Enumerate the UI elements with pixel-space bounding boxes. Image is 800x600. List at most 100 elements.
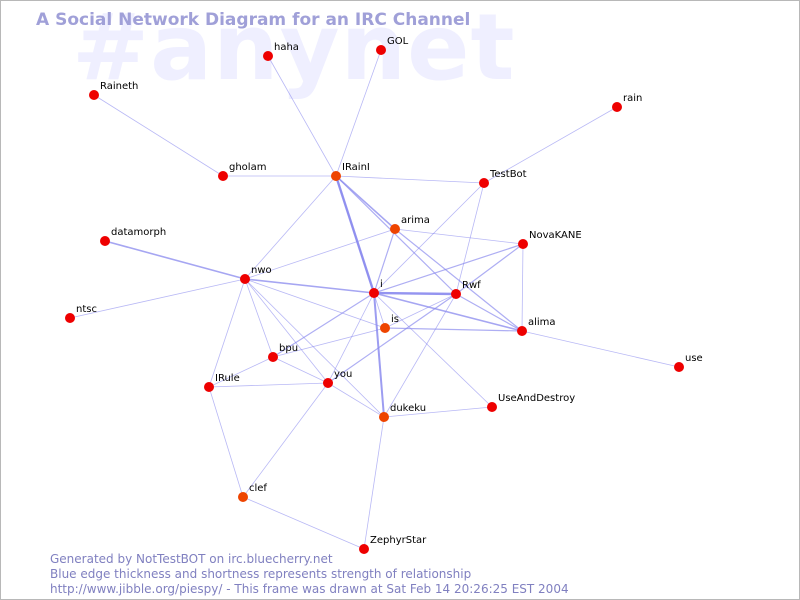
node-dot-datamorph bbox=[100, 236, 110, 246]
node-is: is bbox=[380, 314, 399, 333]
edge-i-NovaKANE bbox=[373, 243, 524, 294]
node-dot-IRainI bbox=[331, 171, 341, 181]
edge-you-dukeku bbox=[327, 382, 385, 418]
node-dot-gholam bbox=[218, 171, 228, 181]
node-dot-UseAndDestroy bbox=[487, 402, 497, 412]
edge-GOL-IRainI bbox=[335, 49, 382, 177]
node-label-i: i bbox=[380, 279, 383, 290]
edge-rain-TestBot bbox=[483, 106, 618, 184]
node-use: use bbox=[674, 353, 703, 372]
node-dukeku: dukeku bbox=[379, 403, 426, 422]
footer-generated-by: Generated by NotTestBOT on irc.bluecherr… bbox=[50, 552, 333, 566]
edge-dukeku-ZephyrStar bbox=[363, 416, 385, 550]
node-nwo: nwo bbox=[240, 265, 272, 284]
edge-arima-NovaKANE bbox=[394, 228, 524, 245]
edge-is-alima bbox=[384, 327, 523, 332]
edge-i-dukeku bbox=[373, 292, 385, 418]
footer-timestamp: http://www.jibble.org/piespy/ - This fra… bbox=[50, 582, 569, 596]
node-label-haha: haha bbox=[274, 42, 299, 53]
node-IRule: IRule bbox=[204, 373, 240, 392]
edge-Raineth-gholam bbox=[93, 94, 224, 177]
edge-i-you bbox=[327, 292, 375, 384]
node-Raineth: Raineth bbox=[89, 81, 138, 100]
node-label-use: use bbox=[685, 353, 703, 364]
edge-IRainI-nwo bbox=[244, 175, 337, 280]
node-ntsc: ntsc bbox=[65, 304, 97, 323]
node-IRainI: IRainI bbox=[331, 162, 370, 181]
edge-haha-IRainI bbox=[267, 55, 337, 177]
node-dot-TestBot bbox=[479, 178, 489, 188]
node-NovaKANE: NovaKANE bbox=[518, 230, 582, 249]
node-label-ZephyrStar: ZephyrStar bbox=[370, 535, 427, 546]
edge-nwo-ntsc bbox=[69, 278, 246, 319]
node-gholam: gholam bbox=[218, 162, 266, 181]
edge-nwo-i bbox=[244, 278, 375, 294]
edge-Rwf-dukeku bbox=[383, 293, 457, 418]
node-TestBot: TestBot bbox=[479, 169, 527, 188]
edge-IRainI-is bbox=[335, 175, 386, 329]
node-label-arima: arima bbox=[401, 215, 430, 226]
edge-nwo-bpu bbox=[244, 278, 274, 358]
node-label-you: you bbox=[334, 369, 352, 380]
node-label-GOL: GOL bbox=[387, 36, 409, 47]
edge-arima-i bbox=[373, 228, 396, 294]
edge-IRainI-TestBot bbox=[335, 175, 485, 184]
node-haha: haha bbox=[263, 42, 299, 61]
node-label-alima: alima bbox=[528, 317, 556, 328]
edge-is-bpu bbox=[272, 327, 386, 358]
node-label-datamorph: datamorph bbox=[111, 227, 166, 238]
node-UseAndDestroy: UseAndDestroy bbox=[487, 393, 575, 412]
node-dot-NovaKANE bbox=[518, 239, 528, 249]
node-dot-alima bbox=[517, 326, 527, 336]
edge-i-bpu bbox=[272, 292, 375, 358]
node-label-bpu: bpu bbox=[279, 343, 298, 354]
node-dot-Rwf bbox=[451, 289, 461, 299]
node-label-IRule: IRule bbox=[215, 373, 240, 384]
node-label-dukeku: dukeku bbox=[390, 403, 426, 414]
node-dot-you bbox=[323, 378, 333, 388]
edge-Rwf-NovaKANE bbox=[455, 243, 524, 295]
edge-datamorph-nwo bbox=[104, 240, 246, 280]
edge-Rwf-alima bbox=[455, 293, 523, 332]
edge-alima-use bbox=[521, 330, 680, 368]
node-label-UseAndDestroy: UseAndDestroy bbox=[498, 393, 575, 404]
node-dot-IRule bbox=[204, 382, 214, 392]
node-datamorph: datamorph bbox=[100, 227, 166, 246]
edge-layer bbox=[69, 49, 680, 550]
node-label-is: is bbox=[391, 314, 399, 325]
edge-IRule-you bbox=[208, 382, 329, 388]
edge-IRainI-Rwf bbox=[335, 175, 457, 295]
node-dot-is bbox=[380, 323, 390, 333]
node-label-rain: rain bbox=[623, 93, 642, 104]
edge-IRule-clef bbox=[208, 386, 244, 498]
node-dot-dukeku bbox=[379, 412, 389, 422]
edge-NovaKANE-alima bbox=[521, 243, 524, 332]
edge-arima-nwo bbox=[244, 228, 396, 280]
edge-i-alima bbox=[373, 292, 523, 332]
node-label-Raineth: Raineth bbox=[100, 81, 138, 92]
edge-i-Rwf bbox=[372, 291, 458, 296]
page-title: A Social Network Diagram for an IRC Chan… bbox=[36, 10, 471, 30]
edge-nwo-IRule bbox=[208, 278, 246, 388]
edge-you-clef bbox=[242, 382, 329, 498]
node-alima: alima bbox=[517, 317, 556, 336]
node-dot-i bbox=[369, 288, 379, 298]
edge-nwo-dukeku bbox=[244, 278, 385, 418]
node-label-clef: clef bbox=[249, 483, 267, 494]
node-dot-use bbox=[674, 362, 684, 372]
node-dot-haha bbox=[263, 51, 273, 61]
edge-bpu-you bbox=[272, 356, 329, 384]
edge-TestBot-Rwf bbox=[455, 182, 485, 295]
node-dot-ZephyrStar bbox=[359, 544, 369, 554]
node-you: you bbox=[323, 369, 352, 388]
edge-i-UseAndDestroy bbox=[373, 292, 493, 408]
node-dot-rain bbox=[612, 102, 622, 112]
edge-Rwf-you bbox=[327, 293, 457, 384]
node-clef: clef bbox=[238, 483, 267, 502]
node-dot-bpu bbox=[268, 352, 278, 362]
node-rain: rain bbox=[612, 93, 642, 112]
edge-clef-ZephyrStar bbox=[242, 496, 365, 550]
channel-watermark: #anynet bbox=[72, 0, 516, 101]
node-dot-Raineth bbox=[89, 90, 99, 100]
